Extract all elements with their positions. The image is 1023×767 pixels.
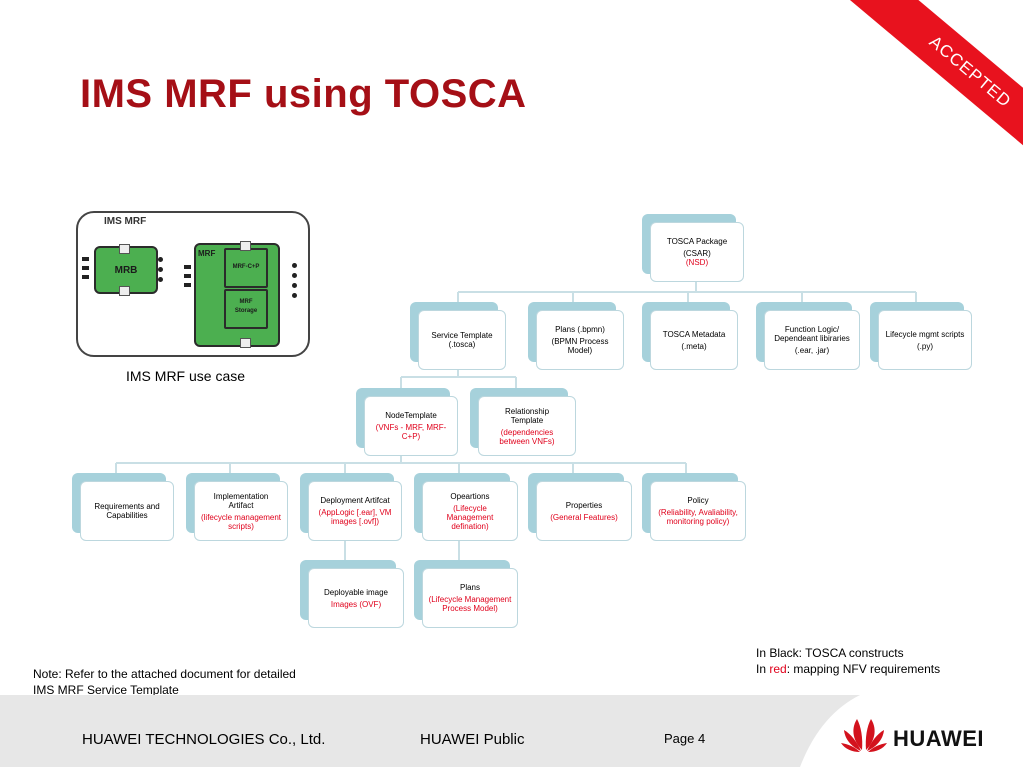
legend-line-red: In red: mapping NFV requirements (756, 661, 940, 677)
node-line: Plans (459, 583, 480, 592)
mrf-cp-module: MRF-C+P (224, 248, 268, 288)
node-policy: Policy (Reliability, Avaliability, monit… (650, 481, 746, 541)
node-line: (CSAR) (683, 249, 711, 258)
mrb-dot-icon (158, 257, 163, 262)
mrb-top-connector-icon (119, 244, 130, 254)
node-line: Function Logic/ (784, 325, 840, 334)
mrf-dot-icon (292, 283, 297, 288)
legend-red-word: red (769, 662, 787, 676)
node-tosca-metadata: TOSCA Metadata (.meta) (650, 310, 738, 370)
node-line: Policy (687, 496, 709, 505)
mrf-module: MRF MRF-C+P MRF Storage (194, 241, 280, 348)
node-line: Service Template (431, 331, 493, 340)
node-implementation-artifact: Implementation Artifact (lifecycle manag… (194, 481, 288, 541)
mrb-port-icon (82, 257, 89, 261)
node-function-logic: Function Logic/ Dependeant libiraries (.… (764, 310, 860, 370)
mrf-port-icon (184, 265, 191, 269)
node-service-template: Service Template (.tosca) (418, 310, 506, 370)
node-line: Plans (.bpmn) (555, 325, 605, 334)
mrf-dot-icon (292, 273, 297, 278)
mrf-label: MRF (198, 249, 216, 258)
mrf-bottom-connector-icon (240, 338, 251, 348)
node-line: NodeTemplate (385, 411, 437, 420)
node-line: Opeartions (450, 491, 490, 501)
mrb-port-icon (82, 266, 89, 270)
node-red-line: (Lifecycle Management defination) (446, 503, 494, 531)
footer-page-number: Page 4 (664, 731, 706, 746)
mrb-module: MRB (94, 244, 158, 296)
huawei-logo-text: HUAWEI (893, 726, 984, 751)
legend-prefix: In (756, 662, 770, 676)
node-node-template: NodeTemplate (VNFs - MRF, MRF-C+P) (364, 396, 458, 456)
use-case-caption: IMS MRF use case (126, 368, 246, 384)
mrf-storage-module: MRF Storage (224, 289, 268, 329)
note-line-2: IMS MRF Service Template (33, 683, 179, 697)
node-red-line: Images (OVF) (330, 599, 382, 609)
note: Note: Refer to the attached document for… (33, 666, 296, 698)
node-red-line: (Reliability, Avaliability, monitoring p… (658, 508, 738, 526)
node-red-line: (General Features) (550, 512, 618, 522)
node-red-line: (lifecycle management scripts) (200, 512, 282, 531)
node-operations: Opeartions (Lifecycle Management definat… (422, 481, 518, 541)
node-requirements: Requirements and Capabilities (80, 481, 174, 541)
node-deployment-artifact: Deployment Artifcat (AppLogic [.ear], VM… (308, 481, 402, 541)
node-line: (BPMN Process Model) (551, 337, 609, 355)
legend-line-black: In Black: TOSCA constructs (756, 646, 904, 660)
node-red-line: (dependencies between VNFs) (499, 427, 555, 446)
node-deployable-image: Deployable image Images (OVF) (308, 568, 404, 628)
footer-company: HUAWEI TECHNOLOGIES Co., Ltd. (82, 731, 326, 748)
node-line: Requirements and Capabilities (94, 502, 160, 520)
node-properties: Properties (General Features) (536, 481, 632, 541)
mrf-port-icon (184, 274, 191, 278)
node-line: Relationship Template (504, 406, 550, 425)
node-line: TOSCA Package (666, 237, 728, 246)
mrb-label: MRB (114, 265, 138, 276)
node-plans-bpmn: Plans (.bpmn) (BPMN Process Model) (536, 310, 624, 370)
node-line: (.ear, .jar) (794, 346, 830, 355)
node-plans-lifecycle: Plans (Lifecycle Management Process Mode… (422, 568, 518, 628)
node-line: Dependeant libiraries (774, 334, 850, 343)
node-line: TOSCA Metadata (662, 329, 726, 339)
slide-title: IMS MRF using TOSCA (80, 72, 527, 116)
node-line: Lifecycle mgmt scripts (885, 329, 965, 339)
legend-suffix: : mapping NFV requirements (786, 662, 941, 676)
node-relationship-template: Relationship Template (dependencies betw… (478, 396, 576, 456)
node-line: (.meta) (681, 341, 707, 351)
mrf-storage-label-1: MRF (239, 299, 253, 305)
node-line: Deployment Artifcat (320, 496, 390, 505)
mrb-dot-icon (158, 277, 163, 282)
node-line: Properties (565, 500, 603, 510)
note-line-1: Note: Refer to the attached document for… (33, 667, 296, 681)
huawei-logo-icon (841, 719, 887, 752)
node-line: Implementation Artifact (213, 491, 269, 510)
node-line: (.py) (917, 341, 933, 351)
mrf-dot-icon (292, 263, 297, 268)
node-red-line: (NSD) (685, 258, 709, 267)
footer-classification: HUAWEI Public (420, 731, 525, 748)
ims-mrf-panel: IMS MRF MRB MRF MRF-C+P MRF Storage (76, 211, 310, 357)
node-line: (.tosca) (448, 340, 476, 349)
node-lifecycle-scripts: Lifecycle mgmt scripts (.py) (878, 310, 972, 370)
node-red-line: (Lifecycle Management Process Model) (428, 595, 512, 613)
mrf-top-connector-icon (240, 241, 251, 251)
mrb-port-icon (82, 275, 89, 279)
node-tosca-package: TOSCA Package (CSAR) (NSD) (650, 222, 744, 282)
mrf-storage-label-2: Storage (234, 308, 258, 314)
mrf-cp-label: MRF-C+P (232, 264, 260, 270)
mrb-bottom-connector-icon (119, 286, 130, 296)
mrf-port-icon (184, 283, 191, 287)
legend: In Black: TOSCA constructs In red: mappi… (756, 645, 940, 677)
node-red-line: (AppLogic [.ear], VM images [.ovf]) (318, 508, 392, 526)
node-line: Deployable image (323, 587, 389, 597)
ims-mrf-title: IMS MRF (104, 216, 147, 227)
node-red-line: (VNFs - MRF, MRF-C+P) (375, 423, 447, 441)
mrf-dot-icon (292, 293, 297, 298)
mrb-dot-icon (158, 267, 163, 272)
